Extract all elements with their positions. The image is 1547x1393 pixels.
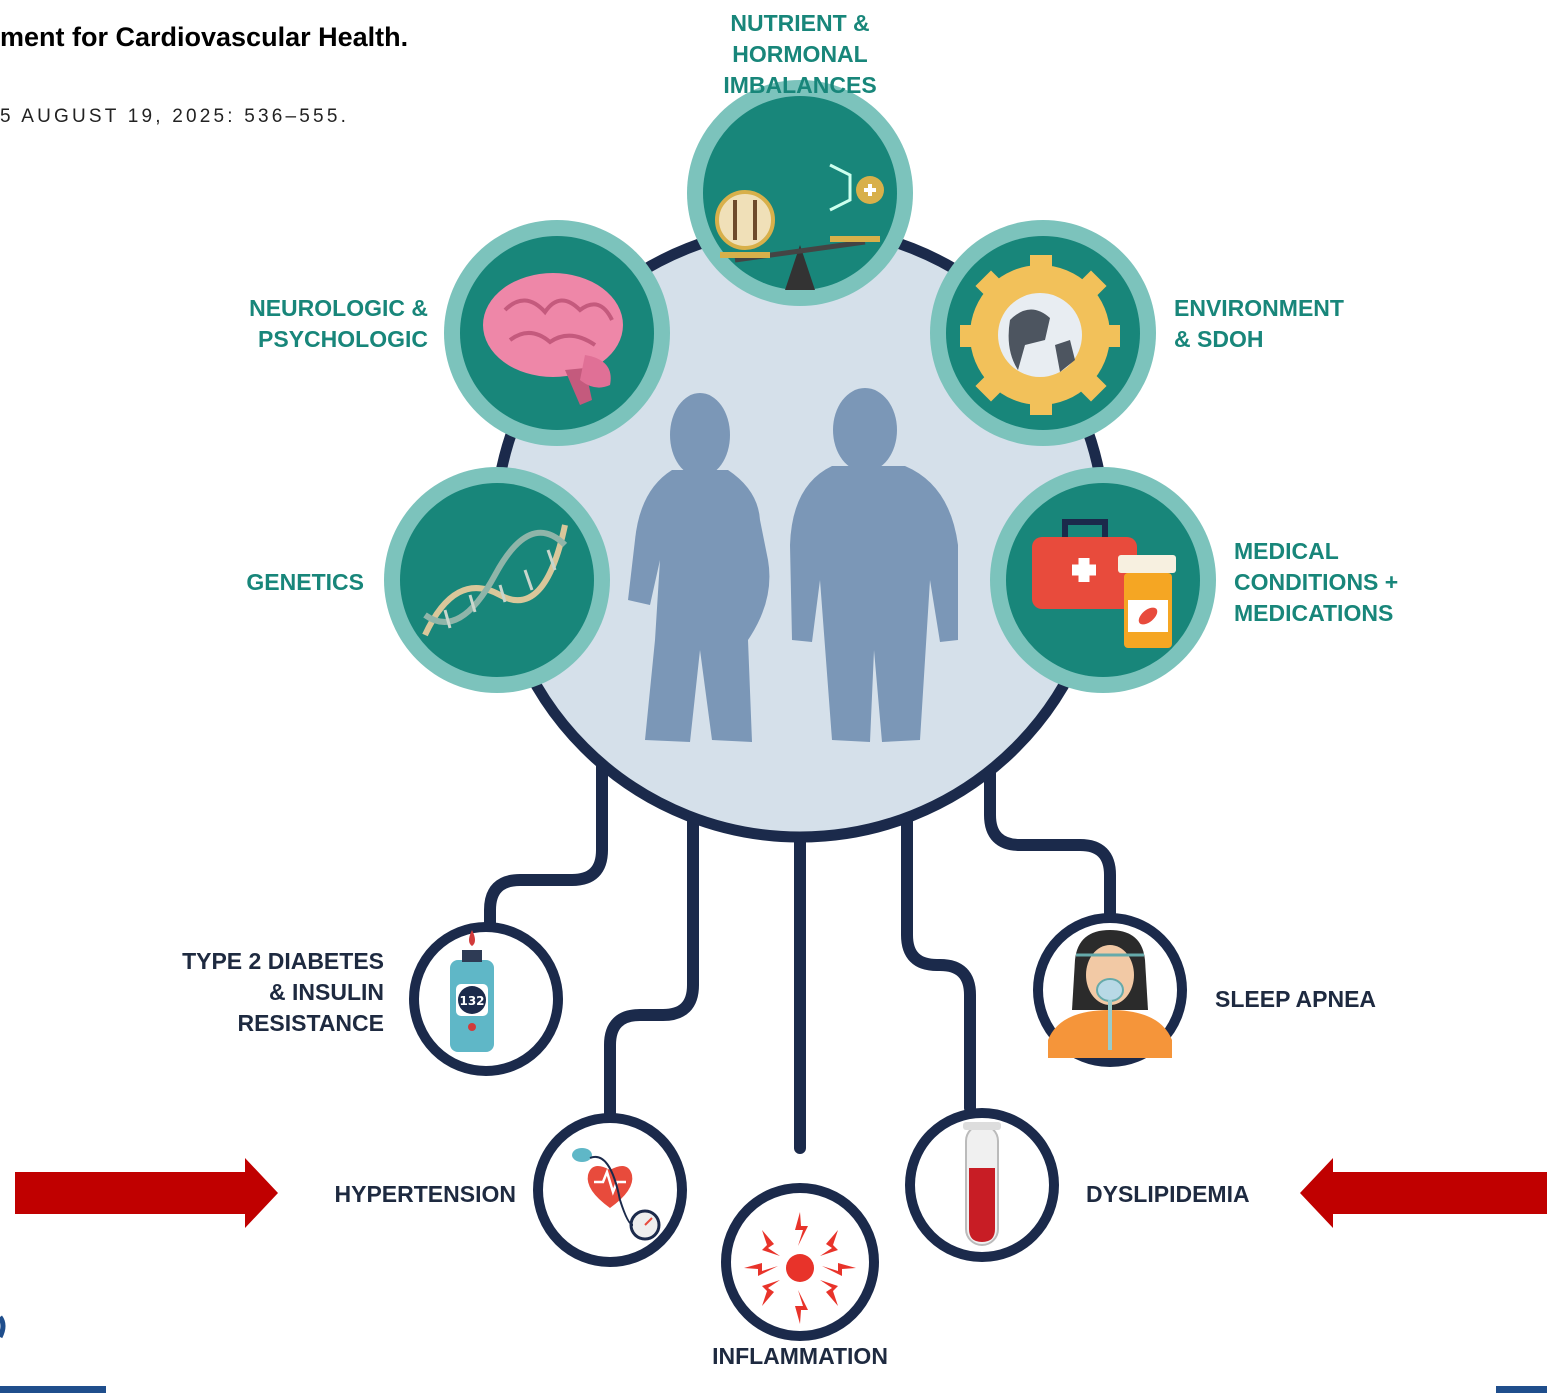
slide-title: ment for Cardiovascular Health.: [0, 22, 409, 52]
cause-medical: [990, 467, 1216, 693]
label-inflammation: INFLAMMATION: [712, 1343, 888, 1369]
dna-icon: [422, 524, 568, 637]
scale-icon: [715, 163, 884, 290]
man-silhouette: [790, 388, 958, 742]
outcome-diabetes: 132: [409, 922, 563, 1076]
label-environment: ENVIRONMENT & SDOH: [1174, 295, 1344, 352]
label-dyslipidemia: DYSLIPIDEMIA: [1086, 1181, 1250, 1207]
footer-bar-right: [1496, 1386, 1547, 1393]
red-arrows: [15, 1158, 1547, 1228]
footer-bar-left: [0, 1386, 106, 1393]
cause-neuro: [444, 220, 670, 446]
label-sleep-apnea: SLEEP APNEA: [1215, 986, 1377, 1012]
heart-bp-icon: [572, 1148, 661, 1241]
citation: 5 AUGUST 19, 2025: 536–555.: [0, 106, 350, 127]
label-neuro: NEUROLOGIC & PSYCHOLOGIC: [249, 295, 428, 352]
label-genetics: GENETICS: [246, 569, 364, 595]
cause-nutrient: [687, 80, 913, 306]
edge-mark: [0, 1315, 6, 1339]
inflammation-icon: [744, 1212, 856, 1324]
label-hypertension: HYPERTENSION: [334, 1181, 516, 1207]
sleep-apnea-icon: [1048, 930, 1172, 1058]
test-tube-icon: [963, 1122, 1001, 1246]
people-silhouettes: [628, 388, 958, 742]
glucometer-icon: 132: [450, 930, 494, 1052]
outcome-inflammation: [721, 1183, 879, 1341]
label-medical: MEDICAL CONDITIONS + MEDICATIONS: [1234, 538, 1399, 626]
glucose-reading: 132: [459, 994, 484, 1008]
right-arrow: [1300, 1158, 1547, 1228]
outcome-sleep-apnea: [1033, 913, 1187, 1067]
connector-lines: [484, 756, 1116, 1154]
outcome-hypertension: [533, 1113, 687, 1267]
left-arrow: [15, 1158, 278, 1228]
woman-silhouette: [628, 393, 770, 742]
outcome-dyslipidemia: [905, 1108, 1059, 1262]
gear-globe-icon: [960, 255, 1120, 415]
label-nutrient: NUTRIENT & HORMONAL IMBALANCES: [723, 10, 877, 98]
medkit-pill-icon: [1032, 519, 1176, 648]
cause-genetics: [384, 467, 610, 693]
cause-environment: [930, 220, 1156, 446]
brain-icon: [483, 273, 623, 405]
label-diabetes: TYPE 2 DIABETES & INSULIN RESISTANCE: [182, 948, 384, 1036]
